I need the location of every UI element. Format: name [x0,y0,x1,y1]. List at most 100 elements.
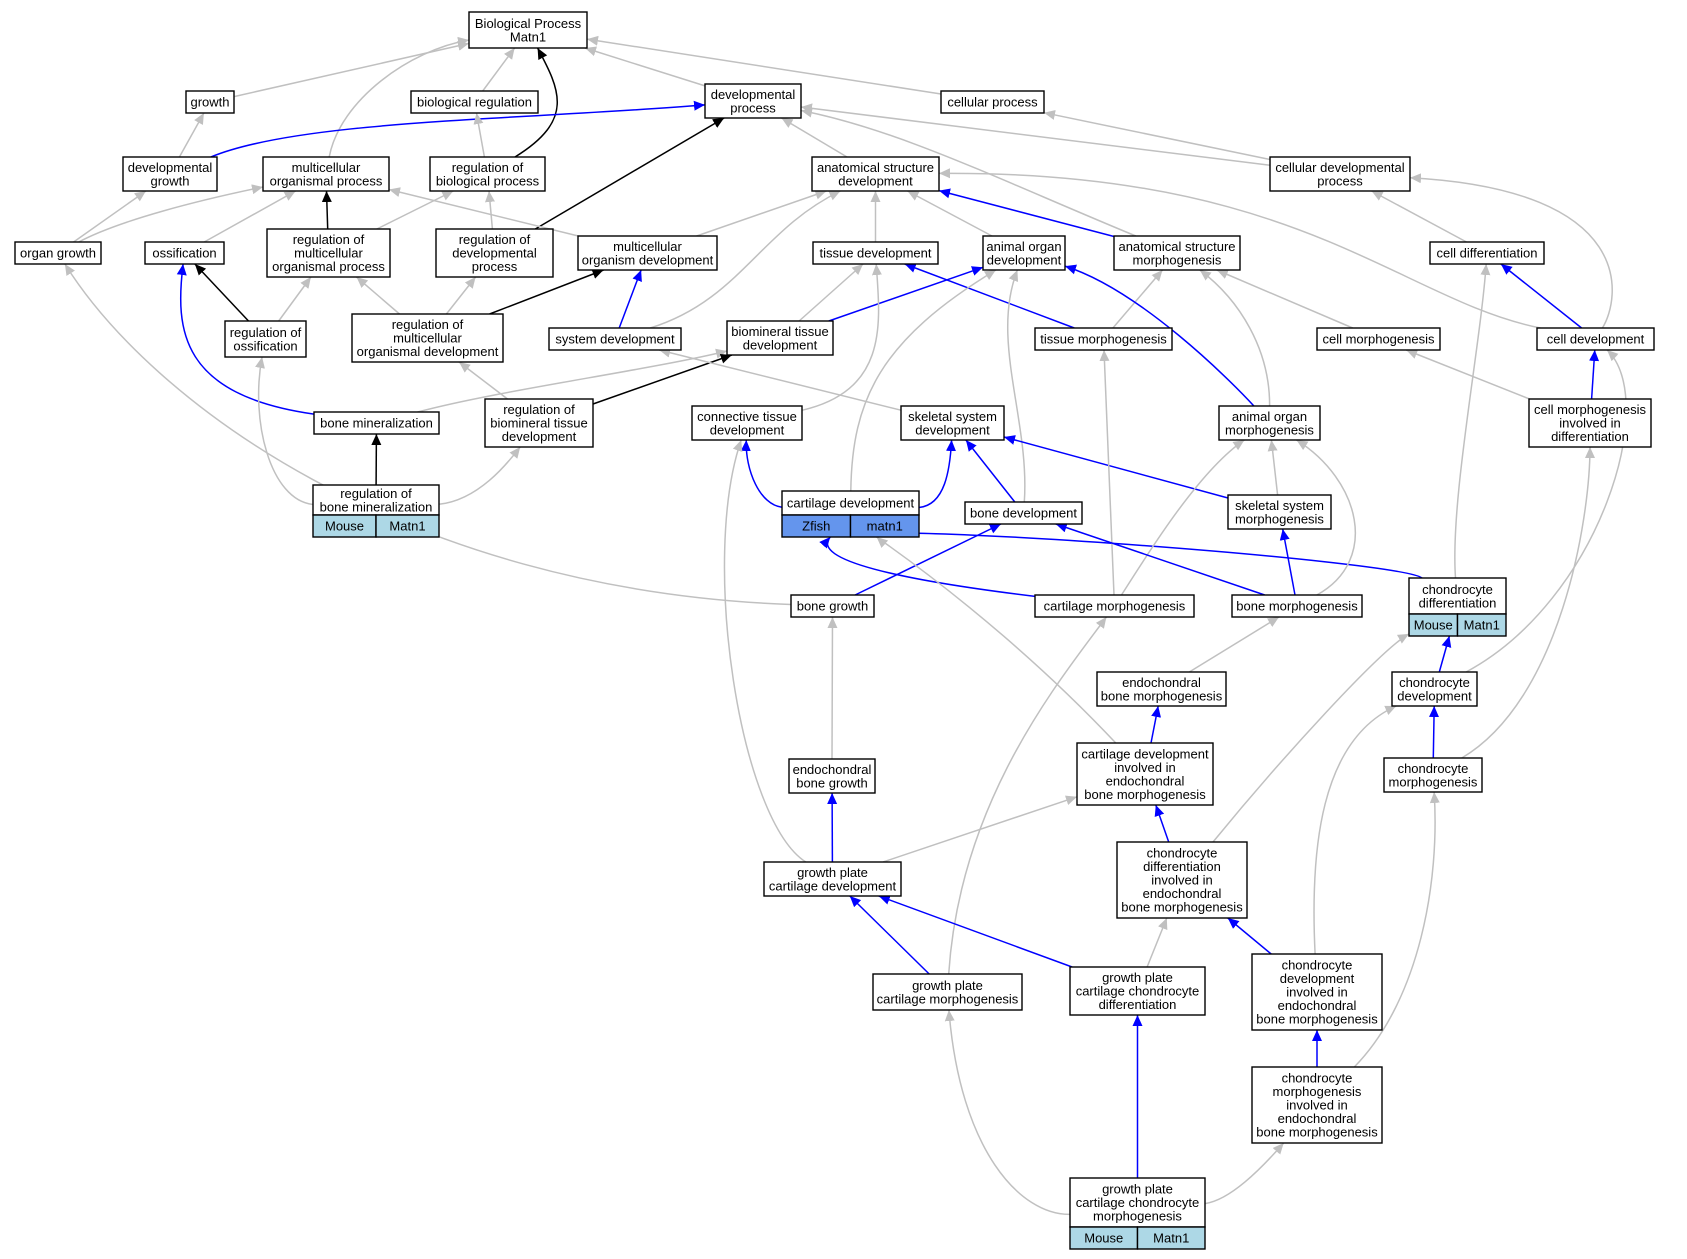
edge-animorgmorph-to-anatmorph [1199,269,1271,407]
node-label-line: differentiation [1419,595,1497,610]
node-sysdev[interactable]: system development [548,327,682,351]
edge-celldevproc-to-cellproc [1043,110,1271,161]
edge-bonegrowth-to-bonedev [854,523,1002,596]
node-box [266,228,391,278]
node-label-line: chondrocyte [1422,582,1493,597]
edge-anatdev-to-devproc [781,117,848,158]
node-box [1251,1066,1383,1144]
edge-chondrodiff-to-cartdev [844,525,1423,579]
node-box [704,83,802,119]
node-growth[interactable]: growth [185,90,235,114]
node-cartmorph[interactable]: cartilage morphogenesis [1034,594,1195,618]
node-box [1231,594,1363,618]
node-label-line: connective tissue [697,409,797,424]
edge-bonedev-to-animorgdev [1006,269,1026,503]
node-label-line: chondrocyte [1282,958,1353,973]
edge-skelmorph-to-skeldev [1003,435,1229,499]
node-label-line: anatomical structure [817,160,934,175]
node-bioreg[interactable]: biological regulation [410,90,539,114]
node-bonemorph[interactable]: bone morphogenesis [1231,594,1363,618]
node-label-line: differentiation [1099,997,1177,1012]
node-label-line: morphogenesis [1273,1084,1362,1099]
node-ossif[interactable]: ossification [144,241,225,265]
edge-cellmorphdiff-to-celldev [1589,349,1600,400]
edge-chondrodevendo-to-chondrodiffendo [1227,917,1272,955]
node-celldiff[interactable]: cell differentiation [1429,241,1545,265]
edge-chondrodev-to-chondrodiff [1438,635,1452,673]
node-label-line: biological process [436,173,540,188]
node-tissuemorph[interactable]: tissue morphogenesis [1034,327,1173,351]
node-celldev[interactable]: cell development [1536,327,1655,351]
node-label-line: cell morphogenesis [1534,402,1647,417]
node-cellproc[interactable]: cellular process [940,90,1045,114]
node-label-line: differentiation [1551,429,1629,444]
node-label-line: growth plate [1102,970,1173,985]
node-label-line: regulation of [503,402,575,417]
node-label-line: bone mineralization [320,416,433,431]
node-label-line: animal organ [1232,409,1307,424]
node-box [1076,742,1214,806]
node-label-line: regulation of [459,232,531,247]
node-bonemin[interactable]: bone mineralization [313,411,440,435]
node-label-line: development [502,429,577,444]
node-organgrowth[interactable]: organ growth [14,241,102,265]
node-bonegrowth[interactable]: bone growth [790,594,875,618]
node-label-line: cellular process [947,95,1038,110]
edge-celldev-to-celldiff [1500,263,1583,329]
node-box [262,156,390,192]
node-label-line: cell development [1547,332,1645,347]
node-box [872,973,1023,1011]
node-box [1069,966,1206,1016]
edge-gpcartmorph-to-gpcartdev [849,895,930,975]
node-box [1316,327,1441,351]
annotation-cell [849,514,920,538]
annotation-cell-label: Mouse [325,519,364,534]
node-tissuedev[interactable]: tissue development [812,241,939,265]
edge-regbio-to-bp [514,47,558,158]
edge-cartdev-to-conntissue [740,439,783,508]
edge-conntissue-to-tissuedev [801,263,882,412]
node-label-line: cartilage development [787,496,915,511]
node-label-line: chondrocyte [1399,675,1470,690]
edge-regossif-to-ossif [194,263,250,322]
node-label-line: process [1317,173,1363,188]
node-cellmorph[interactable]: cell morphogenesis [1316,327,1441,351]
node-bonedev[interactable]: bone development [964,501,1083,525]
